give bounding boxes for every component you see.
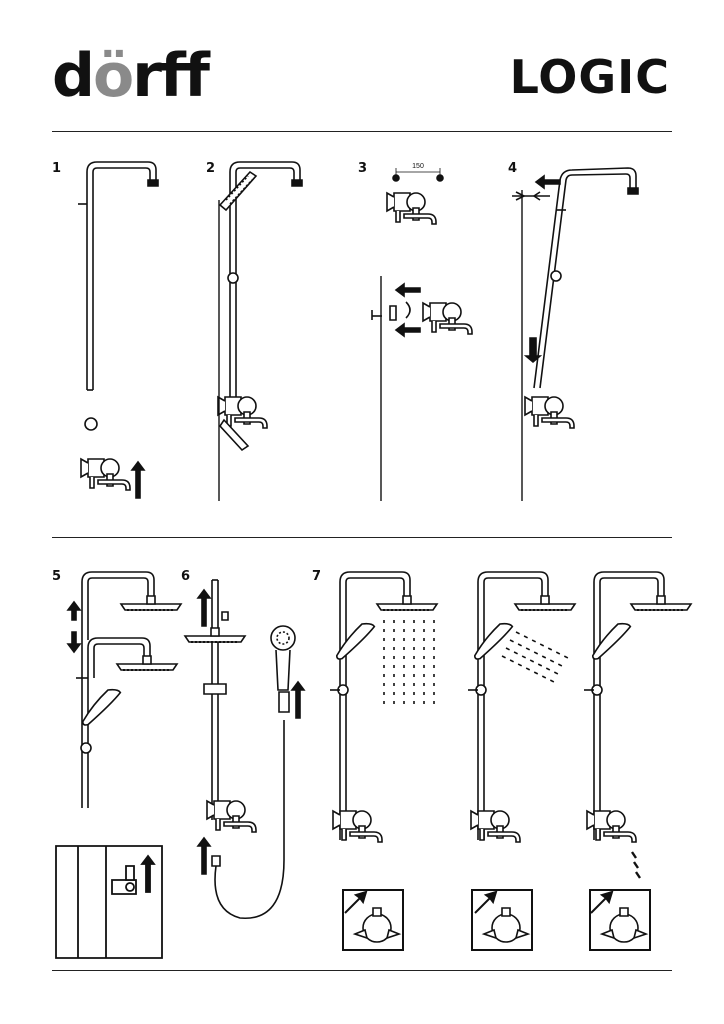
step-number-3: 3: [358, 161, 368, 176]
step5-drawing: [68, 572, 182, 808]
brand-letters-rff: rff: [132, 41, 210, 111]
step5-inset: [56, 846, 162, 958]
middle-rule: [52, 537, 672, 538]
bottom-rule: [52, 970, 672, 971]
step1-drawing: [78, 162, 158, 499]
step7-panel-hand: [468, 572, 576, 951]
step-number-1: 1: [52, 161, 62, 176]
dimension-label: 150: [412, 163, 424, 170]
step3-drawing: [372, 168, 473, 337]
model-name: LOGIC: [509, 50, 670, 104]
step7-panel-spout: [584, 572, 692, 951]
step-number-6: 6: [181, 569, 191, 584]
step7-panel-rain: [330, 572, 438, 951]
step-number-7: 7: [312, 569, 322, 584]
step2-drawing: [217, 162, 302, 450]
top-rule: [52, 131, 672, 132]
step6-drawing: [184, 580, 305, 918]
brand-logo: dörff: [52, 46, 210, 106]
step-number-2: 2: [206, 161, 216, 176]
step4-drawing: [512, 168, 638, 429]
step-number-5: 5: [52, 569, 62, 584]
brand-letter-o: ö: [92, 41, 134, 111]
step-number-4: 4: [508, 161, 518, 176]
brand-letter-d: d: [52, 41, 95, 111]
